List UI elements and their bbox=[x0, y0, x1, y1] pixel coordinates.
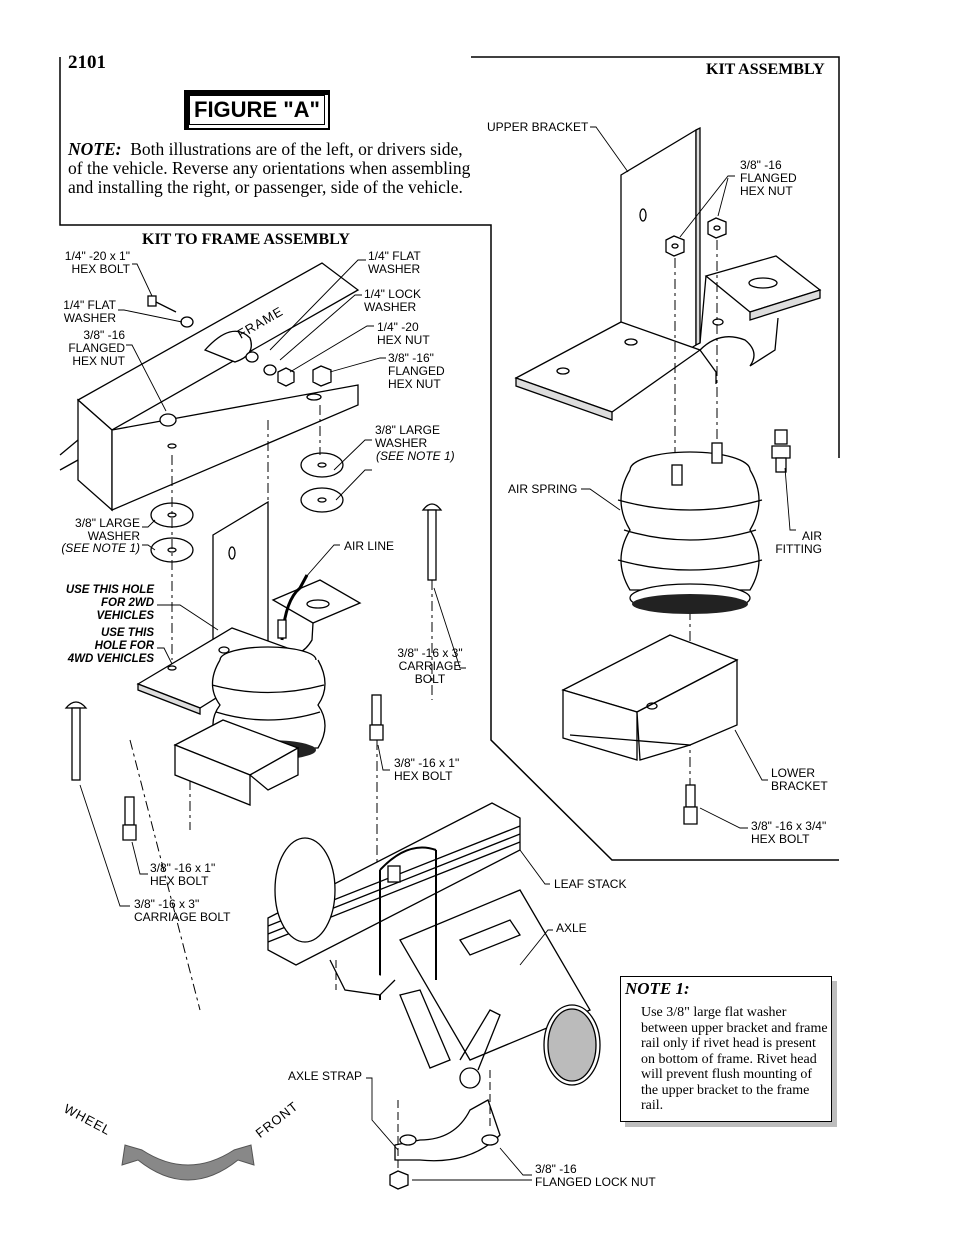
figure-label-box: FIGURE "A" bbox=[184, 90, 330, 130]
frame-rail bbox=[59, 262, 360, 512]
label-hex-bolt-mid: 3/8" -16 x 1" HEX BOLT bbox=[394, 756, 460, 783]
hardware-small bbox=[147, 295, 332, 387]
label-carriage-bolt-right: 3/8" -16 x 3" CARRIAGE BOLT bbox=[397, 646, 463, 686]
leader-lines bbox=[79, 126, 796, 1181]
figure-label: FIGURE "A" bbox=[189, 95, 325, 125]
lower-bracket-left bbox=[173, 719, 300, 806]
label-hex-bolt-lower: 3/8" -16 x 1" HEX BOLT bbox=[150, 861, 216, 888]
kit-to-frame-title: KIT TO FRAME ASSEMBLY bbox=[142, 231, 350, 248]
label-lower-bracket: LOWER BRACKET bbox=[771, 766, 828, 793]
label-hex-bolt-right: 3/8" -16 x 3/4" HEX BOLT bbox=[751, 819, 827, 846]
label-hole-2wd: USE THIS HOLE FOR 2WD VEHICLES bbox=[65, 584, 154, 622]
label-flat-washer-left: 1/4" FLAT WASHER bbox=[63, 298, 116, 325]
note-text: Both illustrations are of the left, or d… bbox=[68, 139, 471, 197]
label-hex-bolt-quarter: 1/4" -20 x 1" HEX BOLT bbox=[64, 249, 130, 276]
air-spring-right bbox=[617, 442, 763, 614]
label-hex-nut-quarter: 1/4" -20 HEX NUT bbox=[377, 320, 430, 347]
note-1-title: NOTE 1: bbox=[625, 979, 690, 998]
bolts-left bbox=[64, 503, 443, 841]
label-flanged-nut-right: 3/8" -16 FLANGED HEX NUT bbox=[740, 158, 797, 198]
kit-assembly-title: KIT ASSEMBLY bbox=[706, 61, 825, 78]
label-flanged-nut-left: 3/8" -16 FLANGED HEX NUT bbox=[68, 328, 125, 368]
label-flat-washer-right: 1/4" FLAT WASHER bbox=[368, 249, 421, 276]
label-axle-strap: AXLE STRAP bbox=[288, 1069, 363, 1083]
axle bbox=[399, 889, 601, 1086]
label-carriage-bolt-lower: 3/8" -16 x 3" CARRIAGE BOLT bbox=[134, 897, 231, 924]
label-large-washer-right: 3/8" LARGE WASHER bbox=[375, 423, 440, 450]
label-hole-4wd: USE THIS HOLE FOR 4WD VEHICLES bbox=[67, 627, 154, 665]
orientation-note: NOTE: Both illustrations are of the left… bbox=[68, 140, 478, 197]
air-fitting bbox=[771, 429, 791, 473]
left-panel-border bbox=[471, 56, 840, 458]
rotation-arrow-icon bbox=[121, 1144, 255, 1181]
label-air-spring: AIR SPRING bbox=[508, 482, 578, 496]
flanged-nuts-upper bbox=[665, 217, 727, 257]
label-lock-washer: 1/4" LOCK WASHER bbox=[364, 287, 421, 314]
u-bolt bbox=[329, 846, 437, 1000]
label-lock-nut: 3/8" -16 FLANGED LOCK NUT bbox=[535, 1162, 656, 1189]
label-axle: AXLE bbox=[556, 921, 587, 935]
label-leaf-stack: LEAF STACK bbox=[554, 877, 627, 891]
note-label: NOTE: bbox=[68, 139, 122, 159]
page-number: 2101 bbox=[68, 52, 106, 73]
label-large-washer-left: 3/8" LARGE WASHER bbox=[75, 516, 140, 543]
lower-bracket-right bbox=[561, 634, 739, 761]
label-upper-bracket: UPPER BRACKET bbox=[487, 120, 589, 134]
note-1-text: Use 3/8" large flat washer between upper… bbox=[641, 1005, 828, 1113]
label-see-note-right: (SEE NOTE 1) bbox=[376, 449, 455, 463]
label-see-note-left: (SEE NOTE 1) bbox=[61, 541, 140, 555]
label-flanged-nut-mid: 3/8" -16" FLANGED HEX NUT bbox=[388, 351, 445, 391]
label-air-line: AIR LINE bbox=[344, 539, 395, 553]
label-air-fitting: AIR FITTING bbox=[775, 529, 822, 556]
axle-strap-shock bbox=[389, 989, 501, 1190]
note-1-box: NOTE 1: Use 3/8" large flat washer betwe… bbox=[620, 976, 832, 1122]
